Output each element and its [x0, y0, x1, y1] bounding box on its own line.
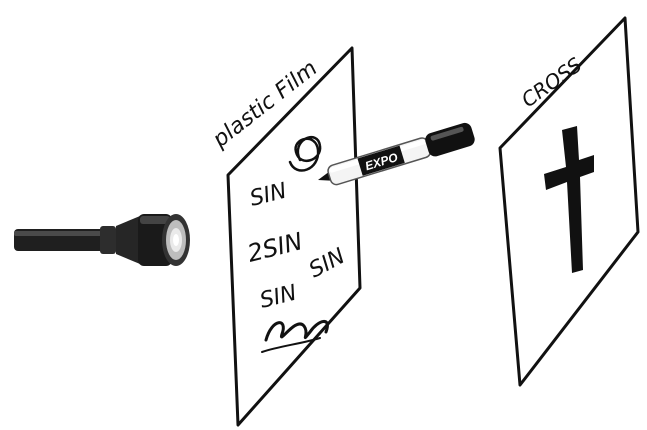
marker-icon: EXPO: [314, 121, 476, 191]
film-text-2sin: 2SIN: [245, 227, 306, 268]
flashlight-icon: [14, 214, 190, 266]
film-text-sin-2: SIN: [257, 281, 299, 314]
cross-icon: [544, 126, 594, 273]
scribble-icon: [266, 321, 327, 340]
scribble-top: [290, 137, 320, 170]
film-text-sin-3: SIN: [305, 244, 349, 283]
cross-label: CROSS: [517, 52, 587, 112]
scribble-underline: [262, 338, 320, 352]
film-text-sin-1: SIN: [247, 179, 289, 212]
